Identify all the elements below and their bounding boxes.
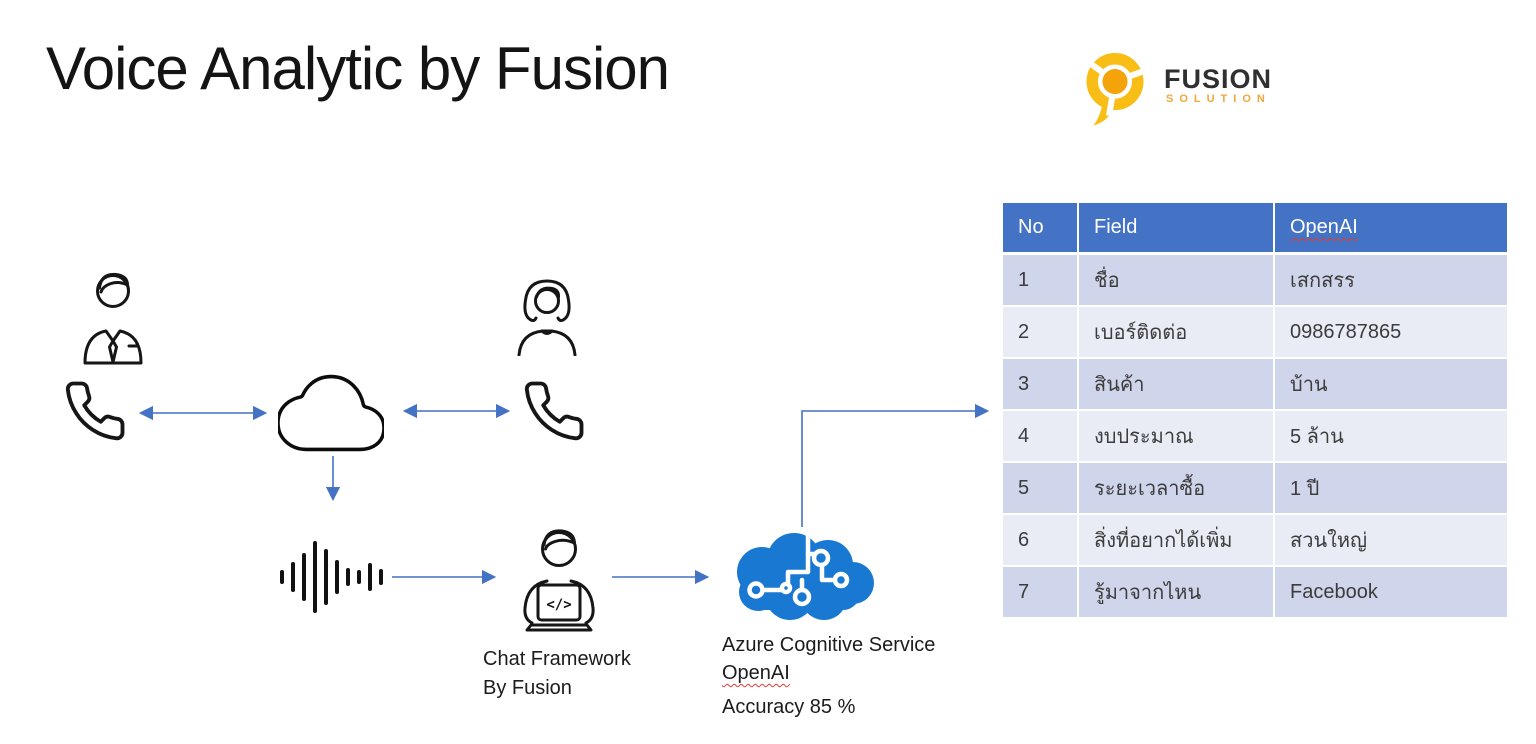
chat-framework-label: Chat Framework By Fusion (483, 645, 631, 703)
cell-field: เบอร์ติดต่อ (1079, 307, 1273, 357)
table-row: 7 รู้มาจากไหน Facebook (1003, 567, 1507, 617)
logo-subbrand-text: SOLUTION (1166, 93, 1271, 105)
table-row: 6 สิ่งที่อยากได้เพิ่ม สวนใหญ่ (1003, 515, 1507, 565)
result-table: No Field OpenAI 1 ชื่อ เสกสรร 2 เบอร์ติด… (1003, 203, 1507, 619)
cell-no: 2 (1003, 307, 1077, 357)
cell-value: บ้าน (1275, 359, 1507, 409)
caller-phone-icon (65, 381, 125, 441)
chat-framework-line2: By Fusion (483, 677, 572, 699)
table-row: 1 ชื่อ เสกสรร (1003, 255, 1507, 305)
cell-value: สวนใหญ่ (1275, 515, 1507, 565)
table-header-row: No Field OpenAI (1003, 203, 1507, 252)
fusion-logo-mark-icon (1084, 53, 1150, 126)
table-row: 3 สินค้า บ้าน (1003, 359, 1507, 409)
cell-no: 5 (1003, 463, 1077, 513)
cell-field: ชื่อ (1079, 255, 1273, 305)
woman-caller-icon (517, 279, 577, 356)
azure-engine-label: OpenAI (722, 662, 790, 684)
table-row: 5 ระยะเวลาซื้อ 1 ปี (1003, 463, 1507, 513)
col-header-no: No (1003, 203, 1077, 252)
businessman-icon (83, 272, 143, 365)
cell-field: รู้มาจากไหน (1079, 567, 1273, 617)
receiver-phone-icon (524, 381, 584, 441)
cell-no: 1 (1003, 255, 1077, 305)
cell-field: สิ่งที่อยากได้เพิ่ม (1079, 515, 1273, 565)
code-glyph: </> (546, 597, 571, 613)
cell-no: 6 (1003, 515, 1077, 565)
azure-accuracy-label: Accuracy 85 % (722, 696, 856, 718)
developer-icon: </> (523, 529, 595, 632)
logo-brand-text: FUSION (1164, 64, 1273, 94)
cell-value: 0986787865 (1275, 307, 1507, 357)
audio-waveform-icon (280, 541, 383, 613)
cell-field: สินค้า (1079, 359, 1273, 409)
azure-brain-icon (737, 532, 874, 620)
table-row: 2 เบอร์ติดต่อ 0986787865 (1003, 307, 1507, 357)
cell-value: 5 ล้าน (1275, 411, 1507, 461)
col-header-openai: OpenAI (1275, 203, 1507, 252)
telephony-cloud-icon (278, 374, 384, 452)
chat-framework-line1: Chat Framework (483, 648, 631, 670)
cell-value: Facebook (1275, 567, 1507, 617)
col-header-field: Field (1079, 203, 1273, 252)
cell-no: 4 (1003, 411, 1077, 461)
cell-no: 7 (1003, 567, 1077, 617)
cell-value: เสกสรร (1275, 255, 1507, 305)
cell-field: ระยะเวลาซื้อ (1079, 463, 1273, 513)
azure-service-label: Azure Cognitive Service OpenAI Accuracy … (722, 631, 935, 721)
azure-service-line1: Azure Cognitive Service (722, 634, 936, 656)
table-row: 4 งบประมาณ 5 ล้าน (1003, 411, 1507, 461)
azure-to-table-arrow (801, 403, 990, 527)
cell-no: 3 (1003, 359, 1077, 409)
page-title: Voice Analytic by Fusion (46, 35, 670, 102)
cell-value: 1 ปี (1275, 463, 1507, 513)
cell-field: งบประมาณ (1079, 411, 1273, 461)
